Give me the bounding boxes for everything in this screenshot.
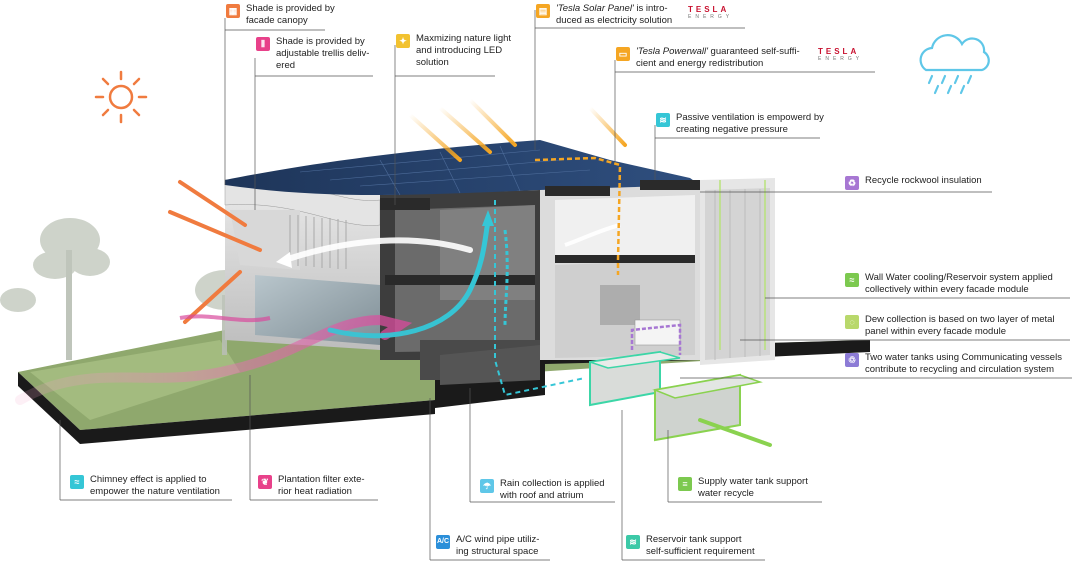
callout-powerwall: ▭ 'Tesla Powerwall' guaranteed self-suff… xyxy=(616,46,800,70)
callout-canopy: ▦ Shade is provided by facade canopy xyxy=(226,3,335,27)
recycle-water-icon: ♲ xyxy=(845,353,859,367)
callout-chimney-text: Chimney effect is applied to empower the… xyxy=(90,474,220,498)
callout-led: ✦ Maxmizing nature light and introducing… xyxy=(396,33,511,69)
callout-ac: A/C A/C wind pipe utiliz- ing structural… xyxy=(436,534,539,558)
callout-rain-text: Rain collection is applied with roof and… xyxy=(500,478,605,502)
tesla-energy-logo: TESLA ENERGY xyxy=(688,5,733,20)
solar-panel-icon: ▤ xyxy=(536,4,550,18)
callout-passive-text: Passive ventilation is empowerd by creat… xyxy=(676,112,824,136)
callout-reservoir: ≋ Reservoir tank support self-sufficient… xyxy=(626,534,755,558)
water-tank-supply xyxy=(655,375,760,440)
callout-canopy-text: Shade is provided by facade canopy xyxy=(246,3,335,27)
callout-wall-water-text: Wall Water cooling/Reservoir system appl… xyxy=(865,272,1053,296)
tesla-logo-sub: ENERGY xyxy=(688,14,733,20)
recycle-icon: ♻ xyxy=(845,176,859,190)
callout-ac-text: A/C wind pipe utiliz- ing structural spa… xyxy=(456,534,539,558)
water-tank-icon: ≡ xyxy=(678,477,692,491)
rain-icon: ☂ xyxy=(480,479,494,493)
callout-rain: ☂ Rain collection is applied with roof a… xyxy=(480,478,605,502)
callout-plantation-text: Plantation filter exte- rior heat radiat… xyxy=(278,474,365,498)
callout-passive: ≋ Passive ventilation is empowerd by cre… xyxy=(656,112,824,136)
callout-led-text: Maxmizing nature light and introducing L… xyxy=(416,33,511,69)
callout-two-tanks-text: Two water tanks using Communicating vess… xyxy=(865,352,1062,376)
callout-wall-water: ≈ Wall Water cooling/Reservoir system ap… xyxy=(845,272,1053,296)
lightbulb-icon: ✦ xyxy=(396,34,410,48)
callout-rockwool-text: Recycle rockwool insulation xyxy=(865,175,982,187)
canopy-icon: ▦ xyxy=(226,4,240,18)
wind-icon: ≈ xyxy=(70,475,84,489)
callout-trellis: ⦀ Shade is provided by adjustable trelli… xyxy=(256,36,369,72)
callout-powerwall-title: 'Tesla Powerwall' xyxy=(636,46,708,57)
leaf-icon: ❦ xyxy=(258,475,272,489)
callout-supply-text: Supply water tank support water recycle xyxy=(698,476,808,500)
reservoir-icon: ≋ xyxy=(626,535,640,549)
callout-plantation: ❦ Plantation filter exte- rior heat radi… xyxy=(258,474,365,498)
callout-solar-title: 'Tesla Solar Panel' xyxy=(556,3,634,14)
tesla-logo-name-2: TESLA xyxy=(818,47,859,56)
callout-dew-text: Dew collection is based on two layer of … xyxy=(865,314,1055,338)
tesla-logo-name: TESLA xyxy=(688,5,729,14)
callout-dew: ◌ Dew collection is based on two layer o… xyxy=(845,314,1055,338)
ac-icon: A/C xyxy=(436,535,450,549)
callout-trellis-text: Shade is provided by adjustable trellis … xyxy=(276,36,369,72)
tesla-energy-logo-2: TESLA ENERGY xyxy=(818,47,863,62)
dew-icon: ◌ xyxy=(845,315,859,329)
tesla-logo-sub-2: ENERGY xyxy=(818,56,863,62)
rain-cloud-icon xyxy=(921,35,989,93)
callout-solar: ▤ 'Tesla Solar Panel' is intro- duced as… xyxy=(536,3,672,27)
battery-icon: ▭ xyxy=(616,47,630,61)
sun-icon xyxy=(96,72,146,122)
trellis-icon: ⦀ xyxy=(256,37,270,51)
ventilation-icon: ≋ xyxy=(656,113,670,127)
callout-two-tanks: ♲ Two water tanks using Communicating ve… xyxy=(845,352,1062,376)
callout-chimney: ≈ Chimney effect is applied to empower t… xyxy=(70,474,220,498)
water-cooling-icon: ≈ xyxy=(845,273,859,287)
callout-rockwool: ♻ Recycle rockwool insulation xyxy=(845,175,982,190)
callout-supply: ≡ Supply water tank support water recycl… xyxy=(678,476,808,500)
callout-reservoir-text: Reservoir tank support self-sufficient r… xyxy=(646,534,755,558)
